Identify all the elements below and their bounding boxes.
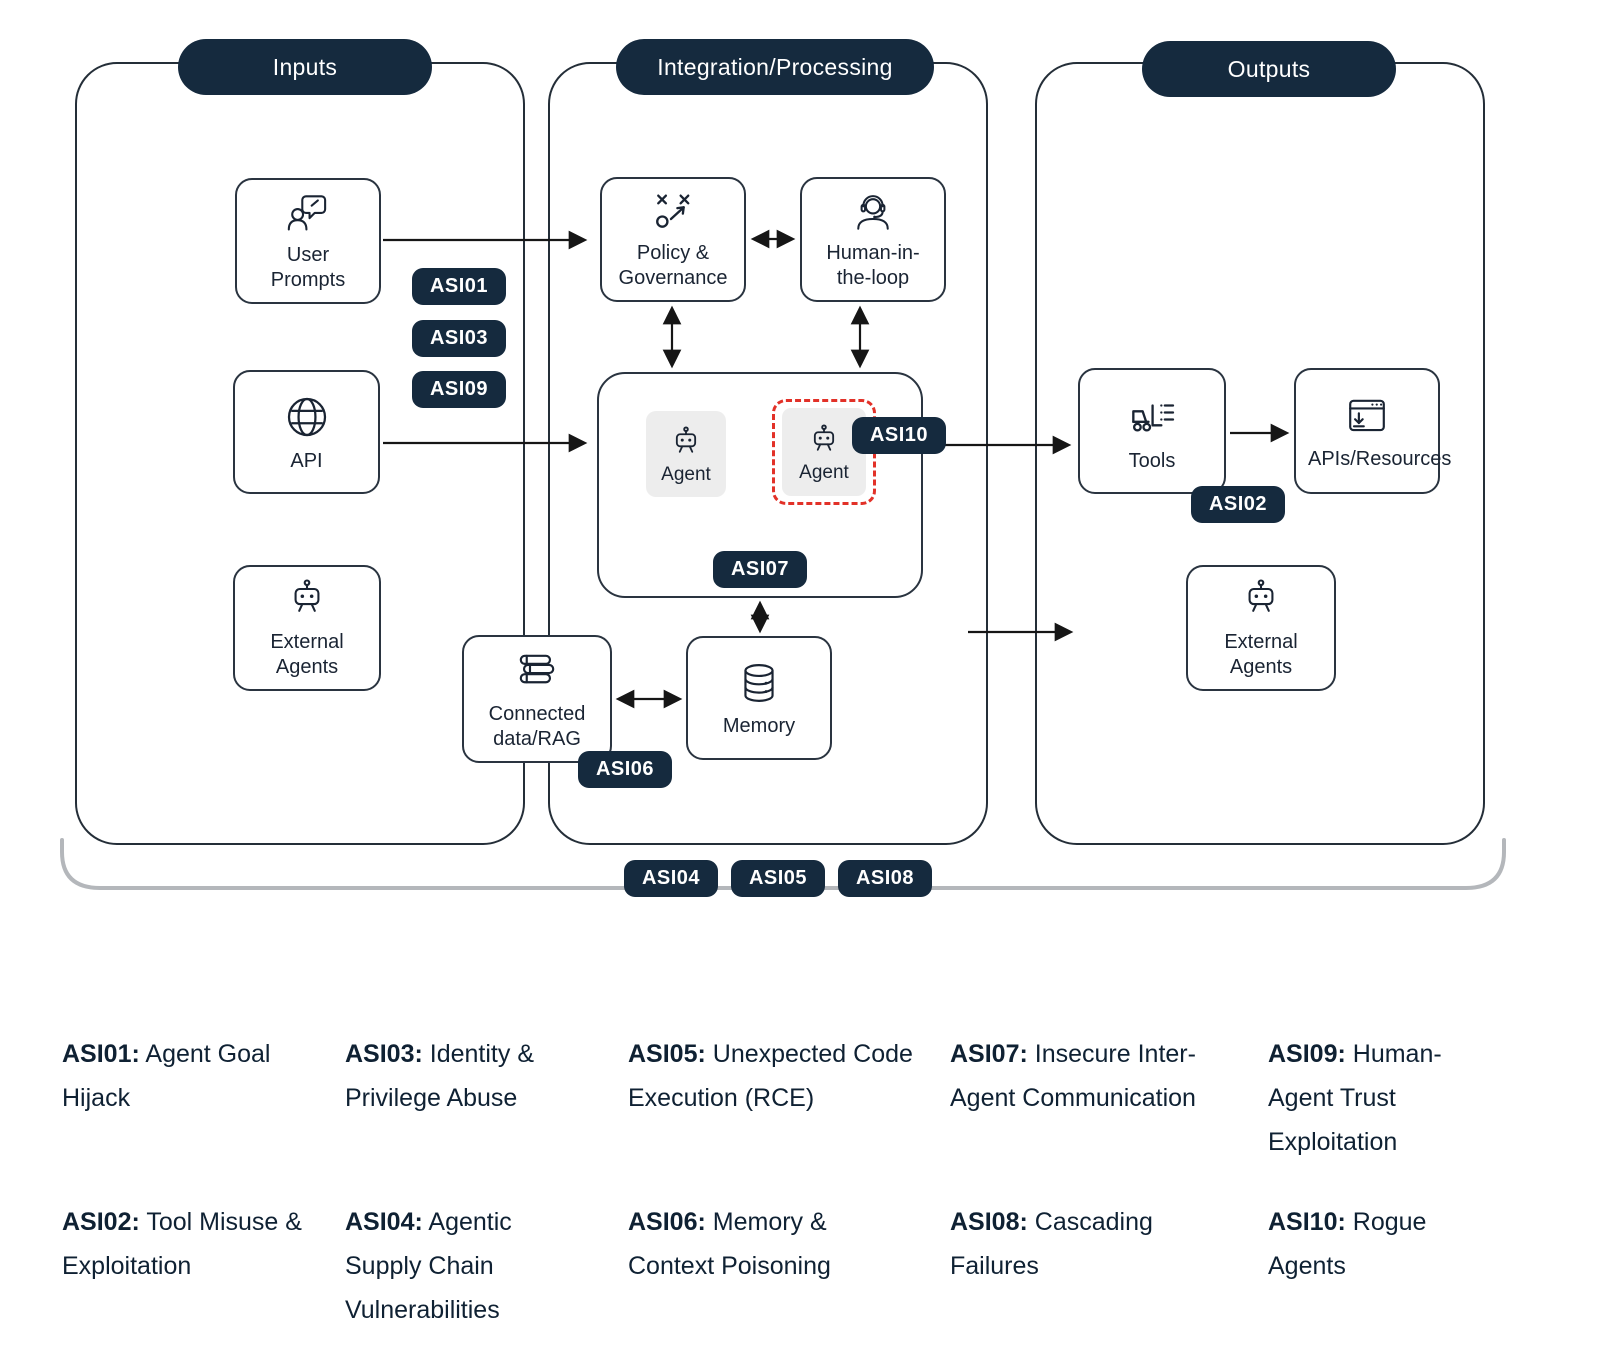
asi02-badge: ASI02 (1191, 486, 1285, 523)
legend-term: ASI07: (950, 1040, 1028, 1068)
database-icon (744, 663, 774, 702)
node-label: External Agents (1224, 630, 1298, 679)
globe-icon (287, 397, 326, 436)
legend-desc: Unexpected Code Execution (RCE) (628, 1040, 913, 1112)
agent-label: Agent (661, 463, 711, 485)
legend-item-asi07: ASI07: Insecure Inter-Agent Communicatio… (950, 1032, 1200, 1120)
tools-node: Tools (1078, 368, 1226, 494)
legend-item-asi01: ASI01: Agent Goal Hijack (62, 1032, 307, 1120)
asi03-badge: ASI03 (412, 320, 506, 357)
asi07-badge: ASI07 (713, 551, 807, 588)
legend-item-asi09: ASI09: Human-Agent Trust Exploitation (1268, 1032, 1498, 1164)
user-prompts-node: User Prompts (235, 178, 381, 304)
asi10-badge: ASI10 (852, 417, 946, 454)
legend-desc: Memory & Context Poisoning (628, 1208, 831, 1280)
connected-data-rag-node: Connected data/RAG (462, 635, 612, 763)
legend-desc: Rogue Agents (1268, 1208, 1427, 1280)
robot-icon (294, 579, 320, 612)
robot-icon (813, 424, 835, 451)
legend-term: ASI03: (345, 1040, 423, 1068)
policy-governance-node: Policy & Governance (600, 177, 746, 302)
legend-desc: Tool Misuse & Exploitation (62, 1208, 302, 1280)
legend-desc: Agent Goal Hijack (62, 1040, 271, 1112)
api-node: API (233, 370, 380, 494)
legend-item-asi02: ASI02: Tool Misuse & Exploitation (62, 1200, 302, 1288)
legend-term: ASI02: (62, 1208, 140, 1236)
legend-term: ASI05: (628, 1040, 706, 1068)
asi04-badge: ASI04 (624, 860, 718, 897)
human-in-the-loop-node: Human-in-the-loop (800, 177, 946, 302)
node-label: External Agents (270, 630, 344, 679)
asi08-badge: ASI08 (838, 860, 932, 897)
forklift-icon (1132, 404, 1175, 432)
legend-desc: Human-Agent Trust Exploitation (1268, 1040, 1442, 1156)
node-label: API (290, 449, 323, 472)
user-chat-icon (287, 195, 327, 231)
legend-desc: Insecure Inter-Agent Communication (950, 1040, 1196, 1112)
node-label: Human-in-the-loop (826, 241, 920, 290)
asi09-badge: ASI09 (412, 371, 506, 408)
legend-term: ASI04: (345, 1208, 423, 1236)
legend-item-asi05: ASI05: Unexpected Code Execution (RCE) (628, 1032, 923, 1120)
legend-term: ASI10: (1268, 1208, 1346, 1236)
agent-label: Agent (799, 461, 849, 483)
legend-term: ASI01: (62, 1040, 140, 1068)
legend-desc: Identity & Privilege Abuse (345, 1040, 534, 1112)
legend-term: ASI09: (1268, 1040, 1346, 1068)
memory-node: Memory (686, 636, 832, 760)
asi06-badge: ASI06 (578, 751, 672, 788)
legend-item-asi03: ASI03: Identity & Privilege Abuse (345, 1032, 580, 1120)
node-label: Tools (1128, 449, 1176, 472)
legend-term: ASI08: (950, 1208, 1028, 1236)
legend-item-asi08: ASI08: Cascading Failures (950, 1200, 1195, 1288)
browser-download-icon (1349, 399, 1385, 431)
agent-node: Agent (646, 411, 726, 497)
legend-desc: Agentic Supply Chain Vulnerabilities (345, 1208, 512, 1324)
strategy-icon (656, 194, 690, 228)
node-label: Connected data/RAG (488, 702, 586, 751)
external-agents-input-node: External Agents (233, 565, 381, 691)
human-headset-icon (857, 195, 889, 230)
node-label: Policy & Governance (618, 241, 728, 290)
node-label: APIs/Resources (1308, 447, 1452, 470)
node-label: Memory (722, 714, 796, 737)
asi01-badge: ASI01 (412, 268, 506, 305)
legend-item-asi10: ASI10: Rogue Agents (1268, 1200, 1498, 1288)
books-icon (519, 654, 555, 684)
asi05-badge: ASI05 (731, 860, 825, 897)
legend-term: ASI06: (628, 1208, 706, 1236)
outputs-header-pill: Outputs (1142, 41, 1396, 97)
apis-resources-node: APIs/Resources (1294, 368, 1452, 494)
legend-item-asi06: ASI06: Memory & Context Poisoning (628, 1200, 888, 1288)
legend-desc: Cascading Failures (950, 1208, 1153, 1280)
integration-header-pill: Integration/Processing (616, 39, 934, 95)
robot-icon (1248, 579, 1274, 612)
legend-item-asi04: ASI04: Agentic Supply Chain Vulnerabilit… (345, 1200, 565, 1332)
agent-tile: Agent (782, 408, 866, 496)
node-label: User Prompts (270, 243, 346, 292)
external-agents-output-node: External Agents (1186, 565, 1336, 691)
robot-icon (675, 426, 697, 453)
inputs-header-pill: Inputs (178, 39, 432, 95)
